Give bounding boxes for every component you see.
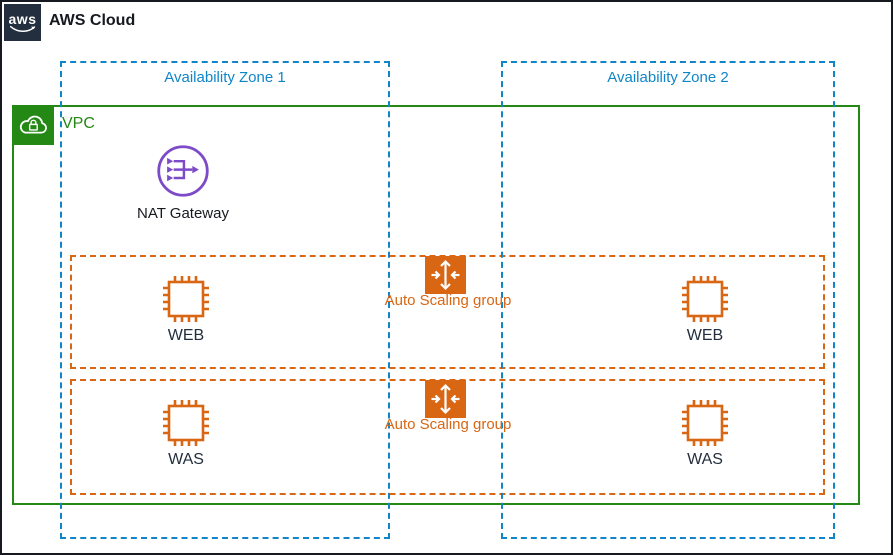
instance-label: WAS — [687, 451, 723, 468]
availability-zone-2-label: Availability Zone 2 — [607, 69, 729, 86]
ec2-instance-chip-icon — [682, 276, 728, 322]
ec2-instance-chip-icon — [682, 400, 728, 446]
instance-web-az2: WEB — [677, 274, 733, 345]
availability-zone-1-label: Availability Zone 1 — [164, 69, 286, 86]
instance-label: WAS — [168, 451, 204, 468]
availability-zone-2: Availability Zone 2 — [501, 61, 835, 539]
nat-gateway-label: NAT Gateway — [137, 205, 229, 222]
aws-logo-icon: aws — [4, 4, 41, 41]
vpc-container — [12, 105, 860, 505]
diagram-title: AWS Cloud — [49, 12, 136, 29]
ec2-instance-chip-icon — [163, 276, 209, 322]
availability-zone-1: Availability Zone 1 — [60, 61, 390, 539]
instance-was-az1: WAS — [158, 398, 214, 469]
auto-scaling-icon-2 — [425, 380, 466, 418]
aws-logo-text: aws — [8, 11, 37, 27]
vpc-label: VPC — [62, 115, 95, 132]
instance-label: WEB — [167, 327, 205, 344]
vpc-icon — [12, 105, 54, 145]
aws-smile-icon — [9, 25, 35, 33]
auto-scaling-group-2-label: Auto Scaling group — [384, 416, 512, 433]
nat-gateway-icon — [155, 143, 211, 199]
auto-scaling-icon-1 — [425, 256, 466, 294]
instance-label: WEB — [686, 327, 724, 344]
instance-was-az2: WAS — [677, 398, 733, 469]
auto-scaling-group-1-label: Auto Scaling group — [384, 292, 512, 309]
instance-web-az1: WEB — [158, 274, 214, 345]
ec2-instance-chip-icon — [163, 400, 209, 446]
